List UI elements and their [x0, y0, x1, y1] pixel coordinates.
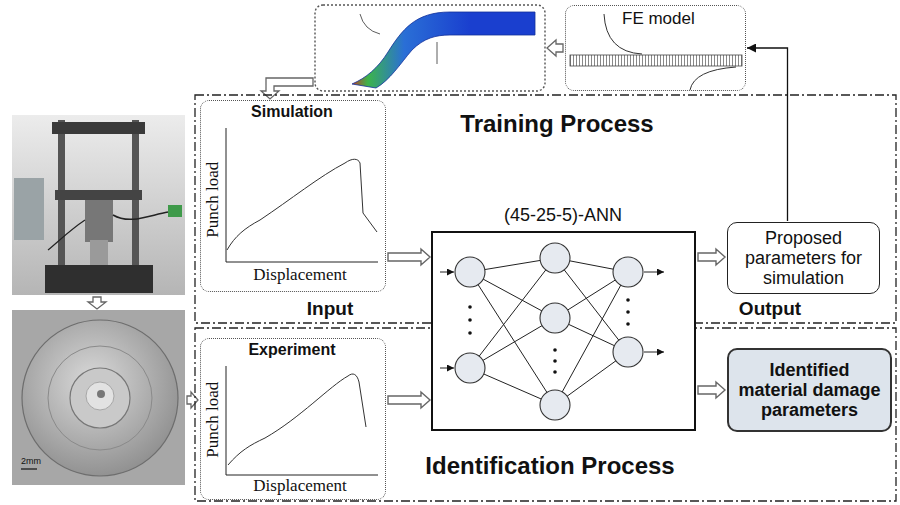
axis-label: Punch load: [203, 382, 223, 458]
chart-box: SimulationPunch loadDisplacement: [200, 100, 386, 292]
box-text: Proposed parameters for simulation: [734, 228, 873, 288]
process-region: Identification Process ExperimentPunch lo…: [195, 328, 896, 501]
chart-title: Simulation: [251, 103, 333, 121]
load-curve: [226, 366, 378, 475]
feedback-arrow: [747, 48, 788, 221]
machine-photo: [12, 115, 185, 295]
network-label: (45-25-5)-ANN: [504, 205, 622, 226]
io-label: Input: [307, 298, 353, 320]
axis-label: Displacement: [253, 265, 346, 285]
flow-arrow: [388, 392, 430, 408]
io-label: Output: [739, 298, 801, 320]
axis-label: Displacement: [253, 476, 346, 496]
scale-label: 2mm: [21, 456, 41, 466]
flow-arrow: [547, 40, 563, 56]
chart-title: Experiment: [248, 341, 335, 359]
flow-arrow: [261, 78, 313, 99]
axis-label: Punch load: [203, 162, 223, 238]
ann-box: (45-25-5)-ANN: [432, 205, 696, 431]
region-title: Training Process: [460, 110, 653, 138]
flow-arrow: [88, 297, 106, 309]
load-curve: [226, 128, 378, 262]
fe-model-box: FE model: [565, 5, 746, 91]
parameter-box: Proposed parameters for simulation: [727, 222, 880, 294]
box-title: FE model: [622, 9, 695, 29]
result-box: Identified material damage parameters: [727, 348, 892, 432]
neural-network: [432, 232, 695, 430]
simulation-result: [315, 5, 545, 91]
region-title: Identification Process: [425, 452, 674, 480]
flow-arrow: [187, 392, 198, 408]
specimen-photo: [12, 310, 185, 485]
box-text: Identified material damage parameters: [735, 360, 884, 420]
chart-box: ExperimentPunch loadDisplacement: [200, 338, 386, 500]
flow-arrow: [698, 249, 725, 265]
flow-arrow: [698, 382, 725, 398]
flow-arrow: [388, 249, 430, 265]
